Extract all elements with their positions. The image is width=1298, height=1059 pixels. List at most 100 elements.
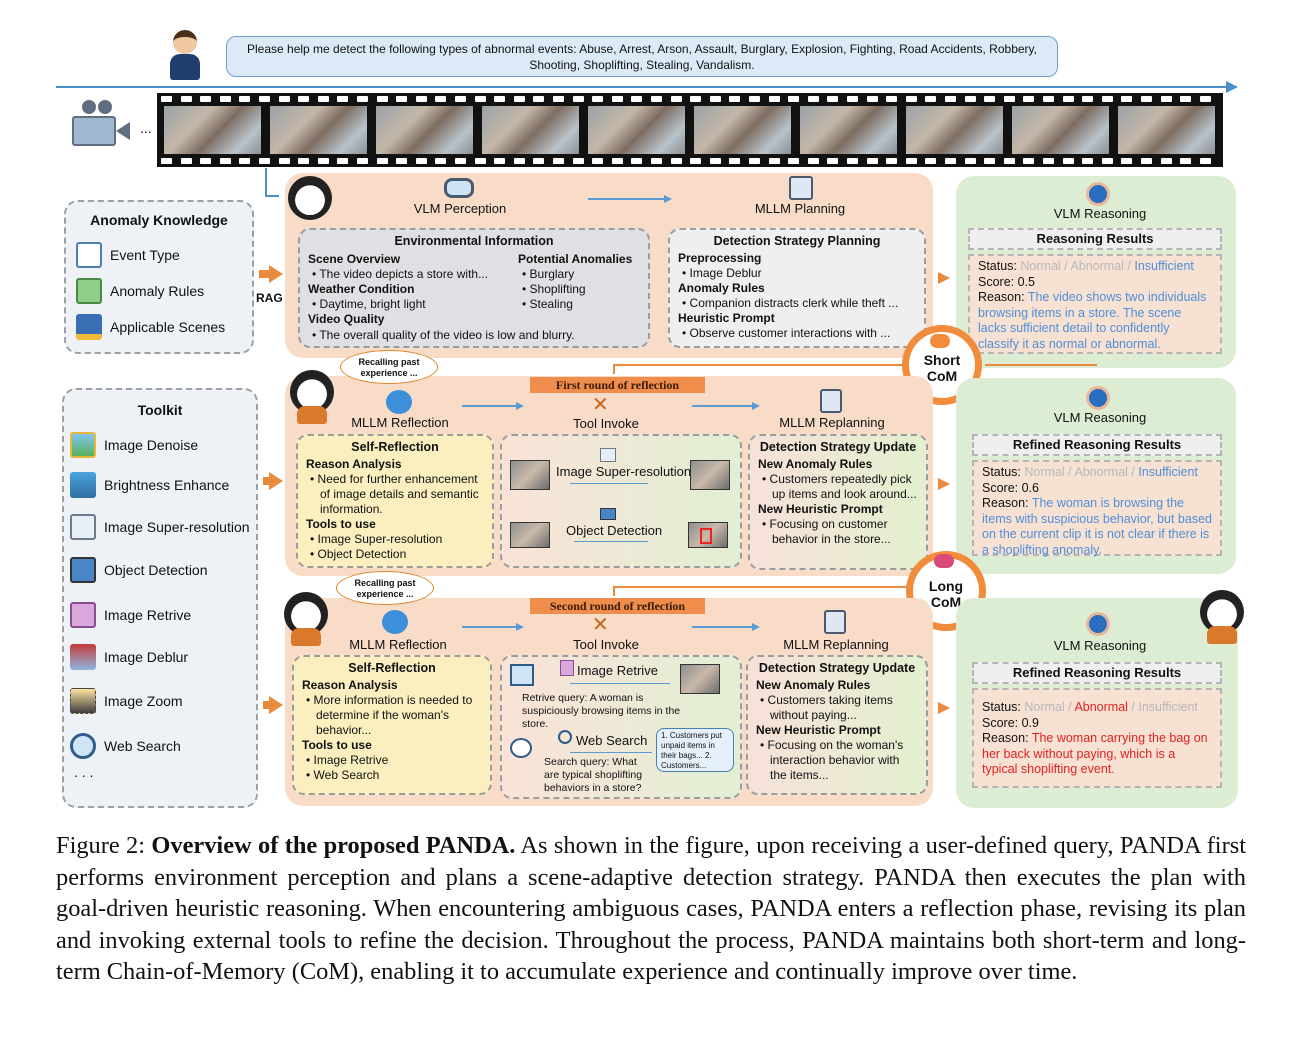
video-frame	[270, 106, 367, 154]
perception-to-planning-arrowhead	[664, 195, 672, 203]
film-sprocket	[180, 96, 192, 102]
film-sprocket	[357, 158, 368, 164]
input-connector	[265, 168, 267, 196]
toolkit-arrowhead-1	[269, 472, 283, 490]
film-sprocket	[749, 158, 760, 164]
figure-caption: Figure 2: Overview of the proposed PANDA…	[56, 830, 1246, 988]
film-sprocket	[1062, 96, 1074, 102]
tool-image-retrive: Image Retrive	[70, 602, 191, 628]
film-sprocket	[219, 158, 231, 164]
search-query: Search query: What are typical shoplifti…	[544, 756, 643, 794]
reflection-to-tool-arrowhead-2	[516, 623, 524, 631]
film-sprocket	[1043, 96, 1054, 102]
row1-to-reasoning-arrow	[938, 272, 950, 284]
film-sprocket	[396, 158, 408, 164]
film-sprocket	[807, 96, 819, 102]
vlm-perception-icon	[444, 178, 474, 198]
image-zoom-icon	[70, 688, 96, 714]
film-sprocket	[592, 158, 604, 164]
feedback-line-1	[615, 364, 905, 366]
film-sprocket	[435, 158, 447, 164]
tool-to-replan-arrowhead-1	[752, 402, 760, 410]
film-sprocket	[788, 158, 800, 164]
film-sprocket	[298, 96, 310, 102]
memory-brain-icon-2	[934, 554, 954, 568]
film-sprocket	[219, 96, 231, 102]
user-avatar	[170, 30, 200, 82]
reflection-to-tool-arrow-1	[462, 405, 518, 407]
perception-to-planning-arrow	[588, 198, 668, 200]
document-icon	[76, 242, 102, 268]
recall-cloud-2: Recalling past experience ...	[336, 571, 434, 605]
film-sprocket	[376, 158, 388, 164]
film-sprocket	[1003, 158, 1015, 164]
feedback-line-2	[615, 586, 909, 588]
film-sprocket	[357, 96, 368, 102]
film-sprocket	[749, 96, 760, 102]
tool-image-denoise: Image Denoise	[70, 432, 198, 458]
tool-image-zoom: Image Zoom	[70, 688, 183, 714]
film-sprocket	[1199, 158, 1211, 164]
video-input-icon	[510, 664, 534, 686]
tool-to-replan-arrowhead-2	[752, 623, 760, 631]
film-sprocket	[1199, 96, 1211, 102]
film-sprocket	[690, 96, 702, 102]
film-sprocket	[651, 96, 662, 102]
film-sprocket	[768, 96, 780, 102]
film-sprocket	[572, 96, 584, 102]
film-sprocket	[513, 96, 525, 102]
web-search-small-icon	[558, 730, 572, 744]
rag-label: RAG	[256, 291, 283, 305]
film-sprocket	[533, 158, 545, 164]
tool-to-replan-arrow-1	[692, 405, 754, 407]
output-frames-1a	[690, 460, 730, 490]
mllm-reflection-label-1: MLLM Reflection	[351, 415, 449, 430]
video-frame	[164, 106, 261, 154]
mllm-replanning-icon-1	[820, 389, 842, 413]
reflection-to-tool-arrowhead-1	[516, 402, 524, 410]
row2-to-reasoning-arrow	[938, 478, 950, 490]
film-sprocket	[337, 96, 349, 102]
film-sprocket	[415, 158, 427, 164]
tool2-label-row3: Web Search	[576, 733, 648, 748]
strategy-update-panel-1: Detection Strategy Update New Anomaly Ru…	[748, 434, 928, 570]
vlm-perception-label: VLM Perception	[413, 201, 507, 216]
film-sprocket	[729, 158, 741, 164]
tool-invoke-label-2: Tool Invoke	[573, 637, 639, 652]
video-filmstrip	[157, 93, 1223, 167]
refined-results-box-1: Status: Normal / Abnormal / Insufficient…	[972, 460, 1222, 557]
film-sprocket	[964, 158, 976, 164]
timeline-line	[56, 86, 1232, 88]
film-sprocket	[807, 158, 819, 164]
image-denoise-icon	[70, 432, 96, 458]
film-sprocket	[788, 96, 800, 102]
toolkit-panel: Toolkit Image Denoise Brightness Enhance…	[62, 388, 258, 808]
feedback-drop-2	[613, 586, 615, 596]
film-sprocket	[337, 158, 349, 164]
film-sprocket	[945, 96, 956, 102]
film-sprocket	[1180, 96, 1192, 102]
mllm-planning-label: MLLM Planning	[754, 201, 846, 216]
film-sprocket	[886, 96, 898, 102]
mllm-reflection-label-2: MLLM Reflection	[349, 637, 447, 652]
film-sprocket	[553, 96, 564, 102]
tool-to-replan-arrow-2	[692, 626, 754, 628]
film-sprocket	[631, 158, 643, 164]
reflection-to-tool-arrow-2	[462, 626, 518, 628]
film-sprocket	[455, 96, 466, 102]
tool-web-search: Web Search	[70, 733, 181, 759]
rules-icon	[76, 278, 102, 304]
panda-body-2	[291, 628, 321, 646]
film-sprocket	[611, 96, 623, 102]
memory-brain-icon-1	[930, 334, 950, 348]
knowledge-item-applicable-scenes: Applicable Scenes	[76, 314, 225, 340]
video-frame	[906, 106, 1003, 154]
film-sprocket	[1101, 96, 1113, 102]
film-sprocket	[278, 96, 290, 102]
film-sprocket	[572, 158, 584, 164]
super-resolution-icon	[70, 514, 96, 540]
film-sprocket	[1023, 158, 1035, 164]
film-sprocket	[1101, 158, 1113, 164]
film-sprocket	[1141, 158, 1152, 164]
feedback-drop-1	[613, 364, 615, 374]
